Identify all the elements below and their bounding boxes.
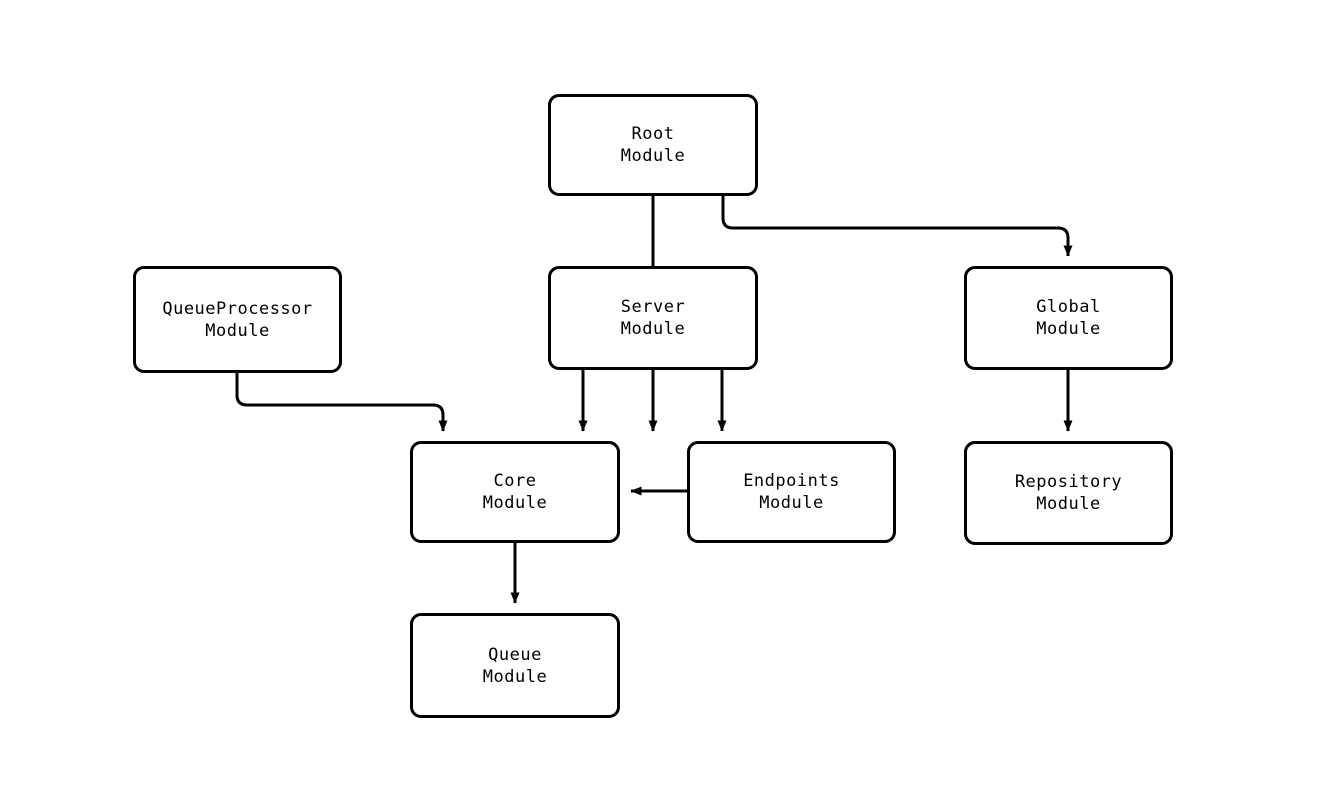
node-core-name: Core — [493, 471, 537, 491]
node-repository[interactable]: Repository Module — [964, 441, 1173, 545]
node-queueprocessor[interactable]: QueueProcessor Module — [133, 266, 342, 373]
node-global[interactable]: Global Module — [964, 266, 1173, 370]
node-server-suffix: Module — [620, 319, 686, 339]
node-server-name: Server — [620, 297, 686, 317]
node-core[interactable]: Core Module — [410, 441, 620, 543]
edge-root-global — [721, 196, 1073, 257]
node-repository-name: Repository — [1014, 472, 1123, 492]
node-endpoints-suffix: Module — [759, 493, 824, 513]
node-queue-suffix: Module — [482, 666, 548, 687]
node-core-suffix: Module — [482, 493, 548, 513]
node-root[interactable]: Root Module — [548, 94, 758, 196]
node-queueprocessor-name: QueueProcessor — [162, 298, 313, 319]
node-server[interactable]: Server Module — [548, 266, 758, 370]
node-endpoints-name: Endpoints — [743, 471, 840, 491]
node-repository-suffix: Module — [1036, 494, 1101, 514]
node-queueprocessor-suffix: Module — [205, 320, 270, 341]
node-root-suffix: Module — [620, 146, 686, 166]
node-endpoints[interactable]: Endpoints Module — [687, 441, 896, 543]
node-root-name: Root — [631, 124, 675, 144]
node-queue-name: Queue — [488, 644, 542, 665]
node-global-suffix: Module — [1036, 319, 1101, 339]
node-global-name: Global — [1036, 297, 1101, 317]
edge-queueprocessor-core — [235, 373, 448, 432]
node-queue[interactable]: Queue Module — [410, 613, 620, 718]
